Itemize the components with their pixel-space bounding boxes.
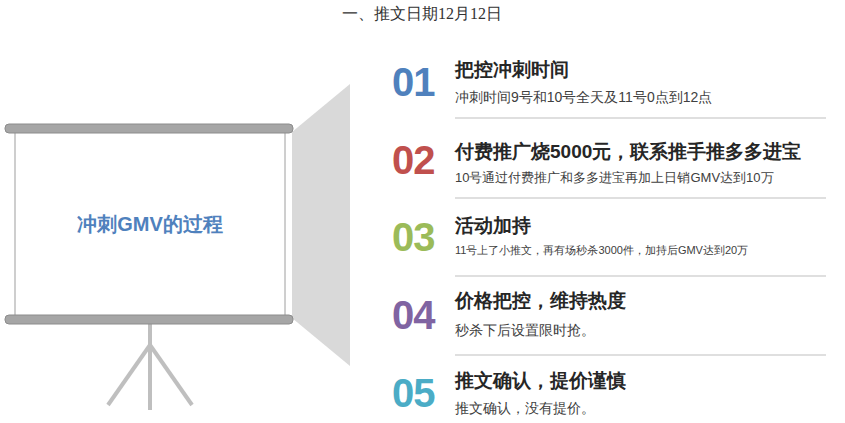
step-heading: 价格把控，维持热度: [455, 290, 626, 313]
screen-shadow: [292, 84, 350, 366]
step-text: 11号上了小推文，再有场秒杀3000件，加持后GMV达到20万: [455, 244, 748, 257]
callout-number: 02: [392, 140, 435, 180]
separator-line: [455, 118, 826, 119]
step-text: 10号通过付费推广和多多进宝再加上日销GMV达到10万: [455, 170, 774, 186]
screen-bottom-bar: [5, 315, 293, 324]
screen-box: 冲刺GMV的过程: [15, 133, 285, 316]
screen-top-bar: [5, 124, 293, 133]
step-text: 秒杀下后设置限时抢。: [455, 322, 595, 339]
separator-line: [455, 276, 826, 277]
step-heading: 活动加持: [455, 215, 531, 238]
screen-caption: 冲刺GMV的过程: [77, 211, 223, 238]
step-heading: 推文确认，提价谨慎: [455, 370, 626, 393]
callout-number: 05: [392, 373, 435, 413]
step-text: 推文确认，没有提价。: [455, 400, 595, 417]
tripod-leg: [150, 345, 192, 405]
step-heading: 付费推广烧5000元，联系推手推多多进宝: [455, 141, 801, 164]
tripod-leg: [108, 345, 150, 405]
callout-number: 01: [392, 62, 435, 102]
screen-surface: [15, 131, 285, 318]
separator-line: [455, 355, 826, 356]
step-heading: 把控冲刺时间: [455, 59, 569, 82]
separator-line: [455, 198, 826, 199]
tripod-leg: [148, 322, 152, 410]
callout-number: 03: [392, 217, 435, 257]
step-text: 冲刺时间9号和10号全天及11号0点到12点: [455, 89, 712, 106]
callout-number: 04: [392, 295, 435, 335]
page-title: 一、推文日期12月12日: [342, 4, 502, 23]
